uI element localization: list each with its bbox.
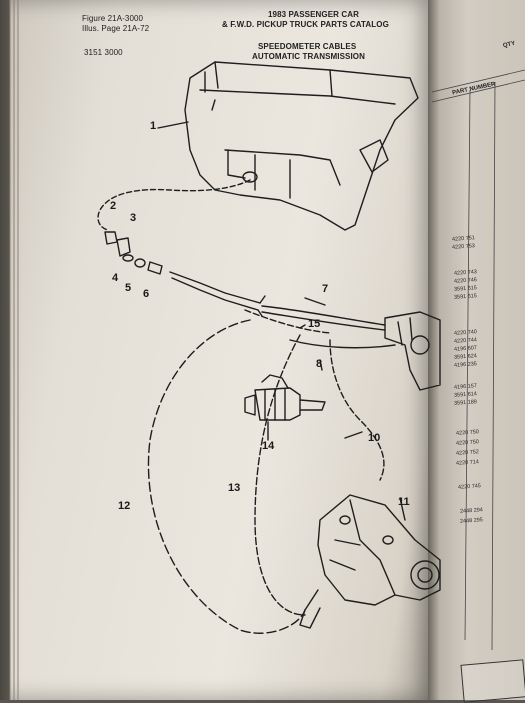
callout-12: 12 xyxy=(118,500,131,512)
illustration-page-reference: Illus. Page 21A-72 xyxy=(82,24,150,33)
callout-3: 3 xyxy=(130,212,137,224)
group-code: 3151 3000 xyxy=(84,48,123,57)
callout-1: 1 xyxy=(150,120,157,132)
callout-10: 10 xyxy=(368,432,381,444)
catalog-page-right xyxy=(428,0,525,700)
catalog-title: 1983 PASSENGER CAR xyxy=(268,10,360,19)
callout-15: 15 xyxy=(308,318,321,330)
callout-14: 14 xyxy=(262,440,275,452)
section-subtitle: AUTOMATIC TRANSMISSION xyxy=(252,52,366,61)
callout-2: 2 xyxy=(110,200,117,212)
catalog-stamp-box xyxy=(460,659,525,703)
callout-13: 13 xyxy=(228,482,241,494)
callout-11: 11 xyxy=(398,496,410,508)
callout-6: 6 xyxy=(143,288,150,300)
callout-8: 8 xyxy=(316,358,323,370)
section-title: SPEEDOMETER CABLES xyxy=(258,42,357,51)
callout-7: 7 xyxy=(322,283,329,295)
figure-reference: Figure 21A-3000 xyxy=(82,14,144,23)
callout-4: 4 xyxy=(112,272,119,284)
catalog-subtitle: & F.W.D. PICKUP TRUCK PARTS CATALOG xyxy=(222,20,389,29)
catalog-page-left xyxy=(10,0,435,700)
callout-5: 5 xyxy=(125,282,132,294)
